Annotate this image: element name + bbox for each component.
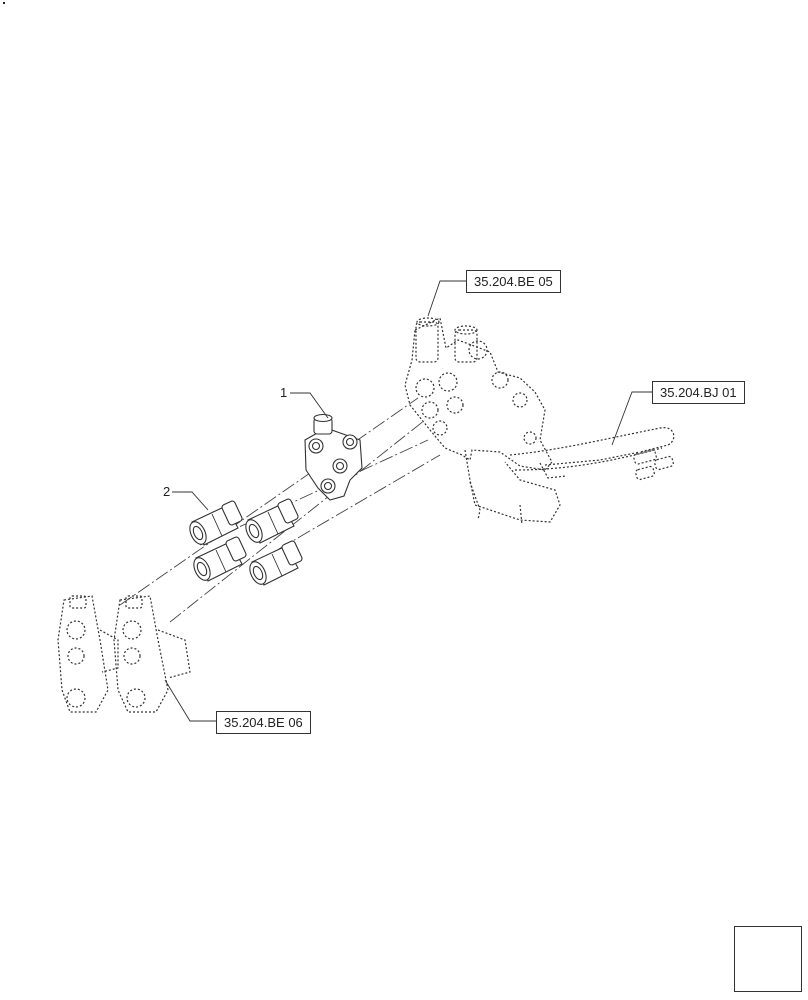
valve-body-part [304, 413, 363, 501]
reference-box-be05[interactable]: 35.204.BE 05 [466, 270, 561, 293]
mounting-plates [57, 595, 191, 713]
next-page-button[interactable] [734, 926, 802, 992]
coupler-3 [193, 536, 247, 582]
corner-mark [3, 2, 5, 4]
quick-couplers [189, 498, 303, 586]
leader-lines [164, 280, 652, 722]
hose-assembly [509, 427, 675, 481]
item-number-1: 1 [280, 385, 288, 400]
control-valve-block [404, 317, 561, 526]
coupler-2 [245, 498, 299, 544]
item-number-2: 2 [163, 484, 171, 499]
reference-box-bj01[interactable]: 35.204.BJ 01 [652, 381, 745, 404]
coupler-1 [189, 500, 243, 546]
coupler-4 [249, 540, 303, 586]
reference-box-be06[interactable]: 35.204.BE 06 [216, 711, 311, 734]
